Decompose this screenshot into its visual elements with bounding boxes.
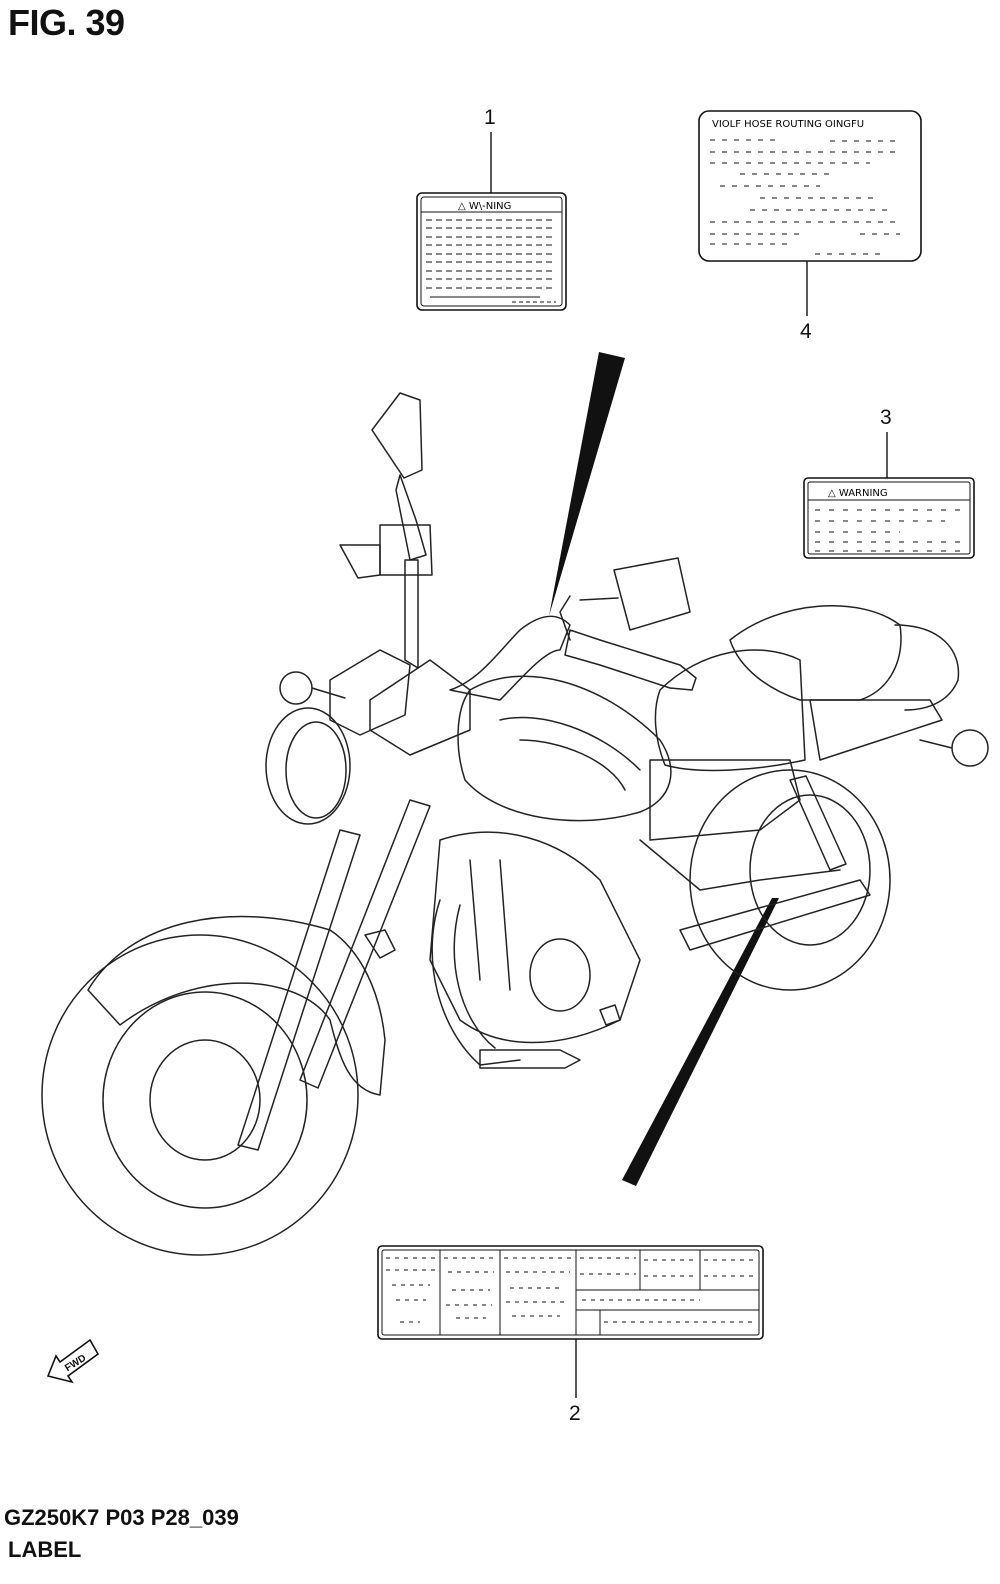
figure-name: LABEL (8, 1537, 82, 1562)
label-2-info-sticker[interactable] (377, 1245, 764, 1340)
placement-wedge-lower (622, 898, 779, 1186)
forward-direction-arrow: FWD (46, 1338, 100, 1384)
figure-code: GZ250K7 P03 P28_039 (4, 1505, 239, 1530)
callout-4: 4 (800, 320, 812, 343)
label-4-hose-routing-sticker[interactable]: VIOLF HOSE ROUTING OINGFU (698, 110, 922, 262)
label-3-warning-sticker[interactable]: △ WARNING (803, 477, 975, 559)
placement-wedge-upper (549, 352, 625, 616)
callout-2: 2 (569, 1402, 581, 1425)
label-1-heading: △ W\-NING (458, 201, 511, 212)
callout-1: 1 (484, 106, 496, 129)
motorcycle-outline (41, 392, 989, 1256)
label-1-warning-sticker[interactable]: △ W\-NING (416, 192, 567, 311)
label-4-heading: VIOLF HOSE ROUTING OINGFU (712, 119, 864, 130)
figure-title: FIG. 39 (8, 2, 125, 43)
label-3-heading: △ WARNING (828, 488, 888, 499)
callout-3: 3 (880, 406, 892, 429)
